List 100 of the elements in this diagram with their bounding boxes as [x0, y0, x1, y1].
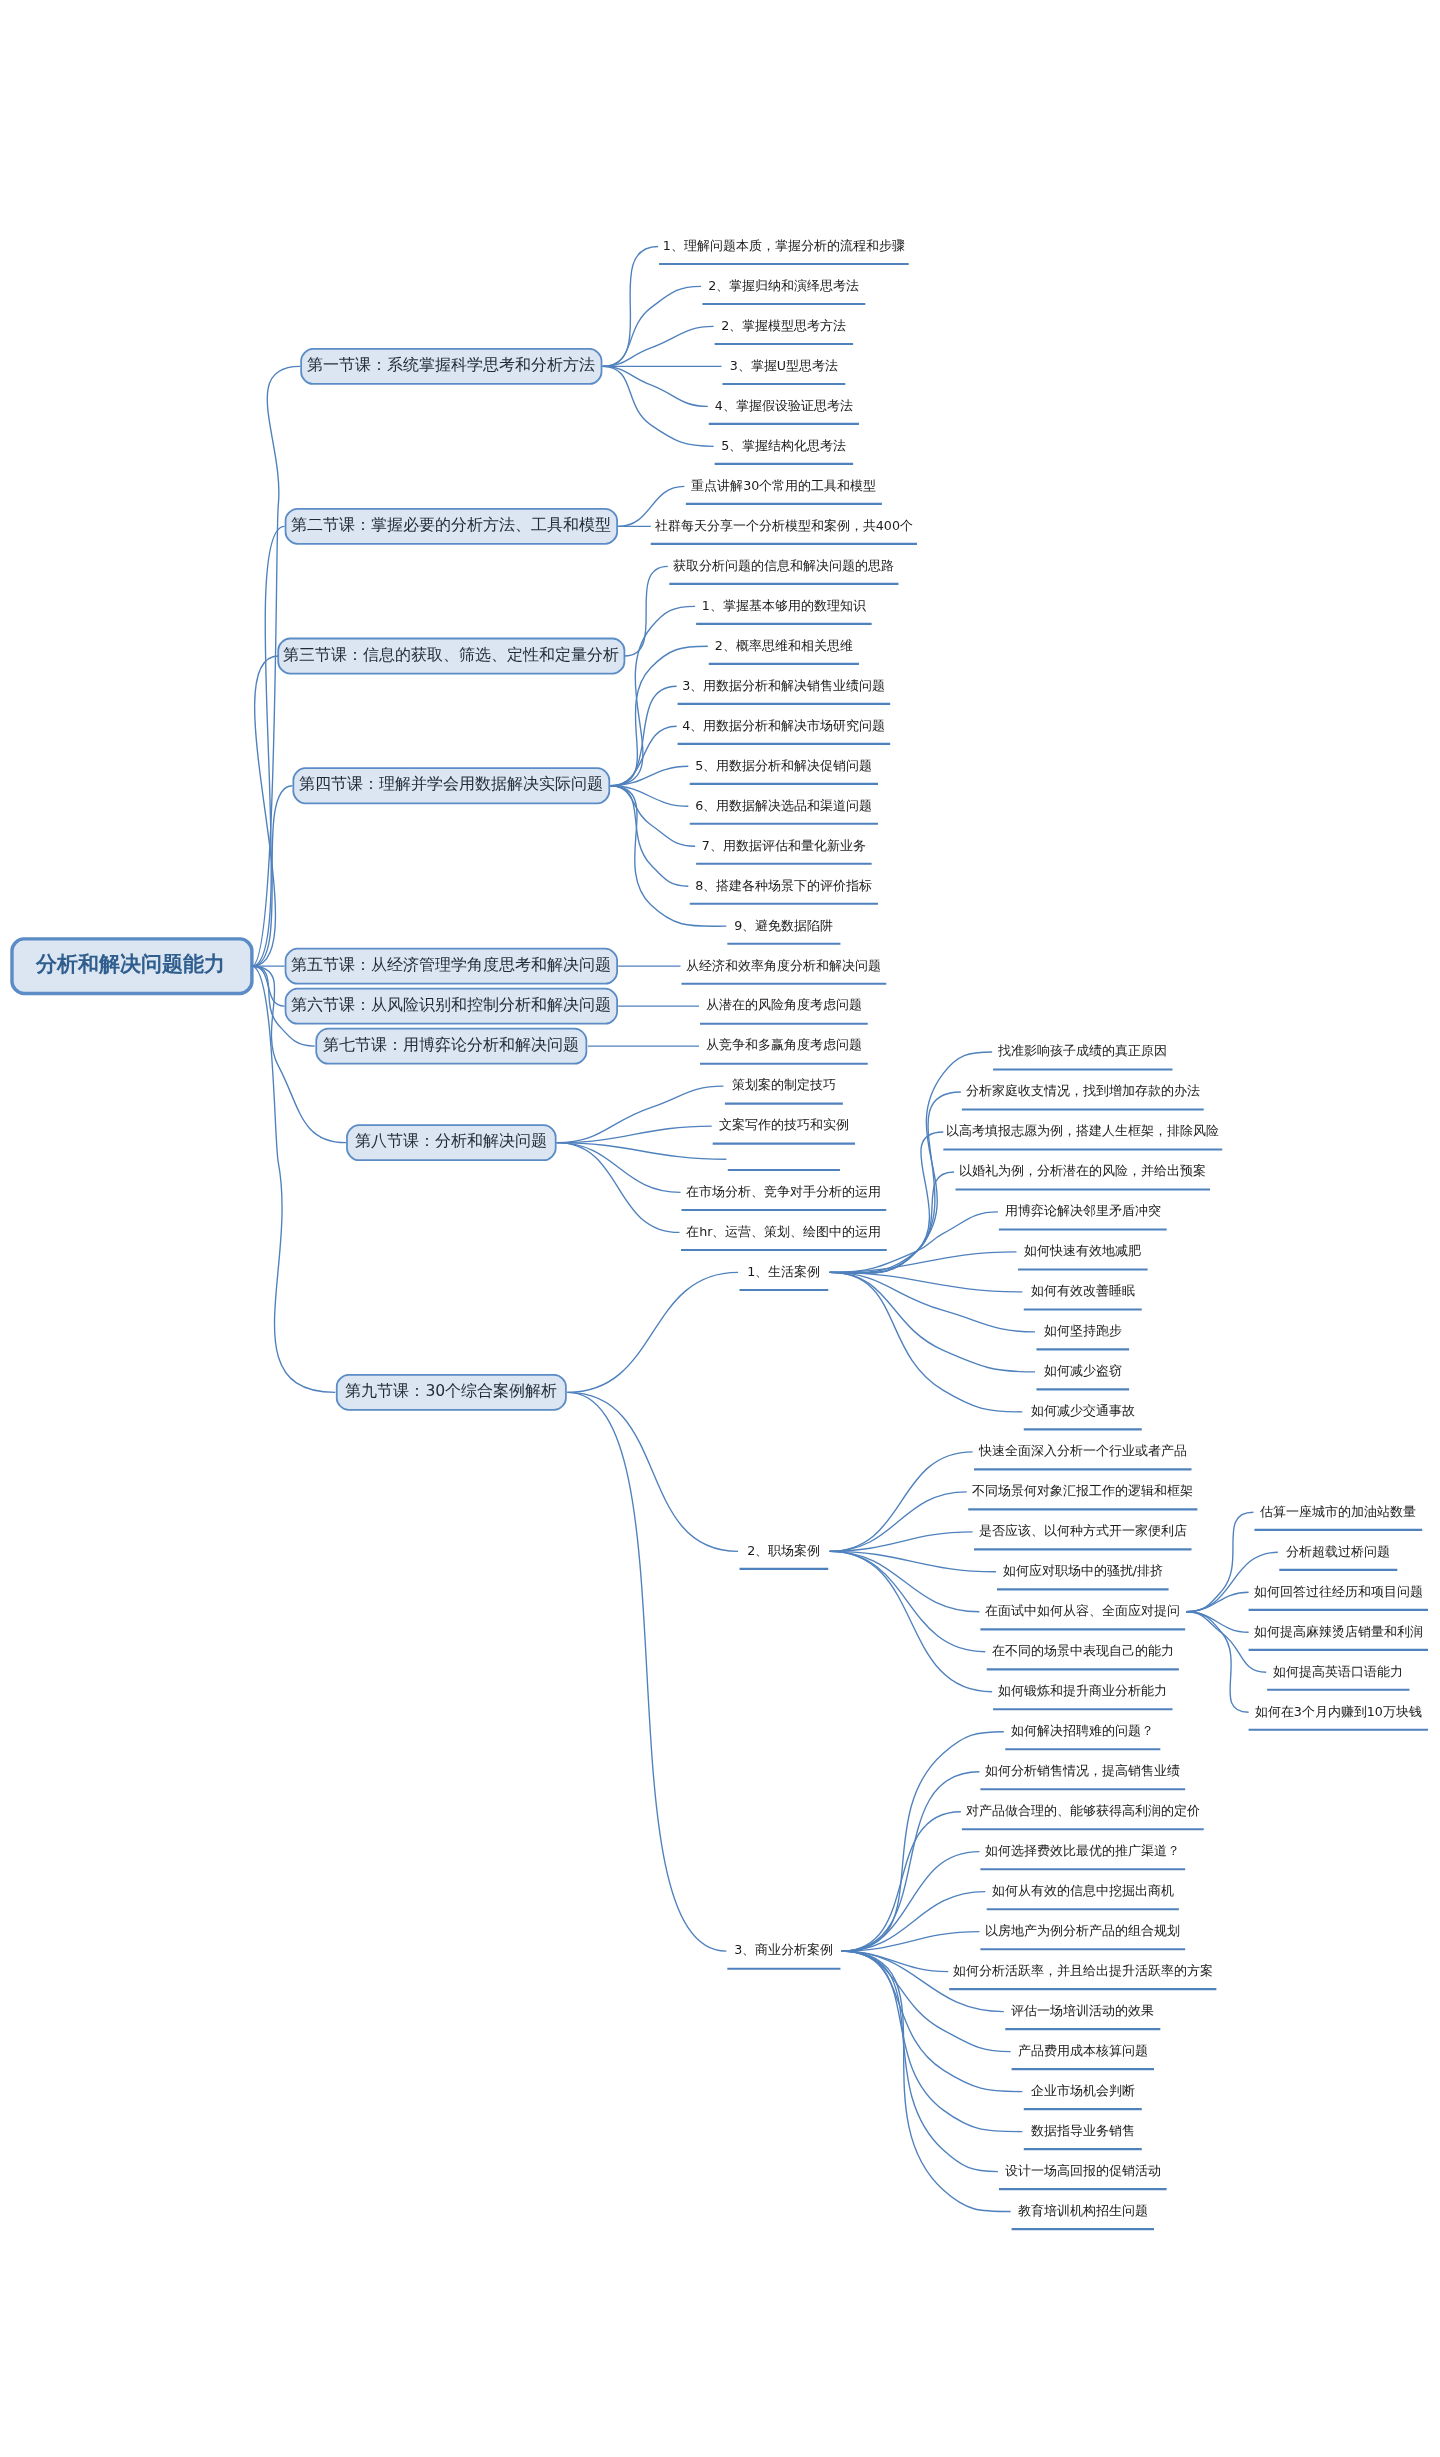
connector	[840, 1730, 1005, 1952]
node-text: 如何提高麻辣烫店销量和利润	[1253, 1623, 1423, 1639]
node-text: 3、用数据分析和解决销售业绩问题	[682, 677, 886, 693]
node-text: 在面试中如何从容、全面应对提问	[985, 1602, 1181, 1618]
node-text: 2、职场案例	[747, 1542, 821, 1558]
connector	[840, 1890, 986, 1952]
connector	[617, 525, 652, 527]
node-text: 在不同的场景中表现自己的能力	[991, 1642, 1174, 1658]
node-text: 企业市场机会判断	[1030, 2082, 1135, 2098]
node-box: 第七节课：用博弈论分析和解决问题	[315, 1027, 588, 1065]
node-box: 第一节课：系统掌握科学思考和分析方法	[300, 347, 603, 385]
node-text: 3、商业分析案例	[734, 1941, 834, 1957]
node-text: 8、搭建各种场景下的评价指标	[695, 877, 873, 893]
node-text: 设计一场高回报的促销活动	[1004, 2162, 1161, 2178]
connector	[840, 1850, 981, 1952]
node-text: 如何减少盗窃	[1043, 1362, 1122, 1378]
connector	[617, 485, 686, 527]
node-text: 估算一座城市的加油站数量	[1260, 1503, 1417, 1519]
node-text: 策划案的制定技巧	[731, 1076, 836, 1092]
connector	[251, 965, 336, 1393]
connector	[840, 1949, 1023, 2092]
node-text: 如何解决招聘难的问题？	[1011, 1722, 1155, 1738]
connector	[609, 784, 689, 887]
node-text: 如何应对职场中的骚扰/排挤	[1002, 1562, 1163, 1578]
node-text: 是否应该、以何种方式开一家便利店	[978, 1522, 1187, 1538]
node-text: 社群每天分享一个分析模型和案例，共400个	[654, 517, 913, 533]
node-text: 在市场分析、竞争对手分析的运用	[686, 1183, 882, 1199]
node-text: 如何从有效的信息中挖掘出商机	[991, 1882, 1174, 1898]
node-text: 用博弈论解决邻里矛盾冲突	[1004, 1202, 1161, 1218]
node-text: 以房地产为例分析产品的组合规划	[985, 1922, 1181, 1938]
node-text: 如何提高英语口语能力	[1273, 1663, 1404, 1679]
connector	[601, 365, 715, 447]
node-text: 快速全面深入分析一个行业或者产品	[978, 1442, 1187, 1458]
connector	[566, 1391, 728, 1952]
node-text: 对产品做合理的、能够获得高利润的定价	[965, 1802, 1200, 1818]
connector	[555, 1141, 681, 1233]
node-text: 在hr、运营、策划、绘图中的运用	[686, 1223, 882, 1239]
node-text: 5、用数据分析和解决促销问题	[695, 757, 873, 773]
node-box: 分析和解决问题能力	[10, 936, 254, 995]
connector	[840, 1949, 1023, 2132]
node-text: 2、掌握模型思考方法	[721, 317, 847, 333]
node-text: 如何坚持跑步	[1043, 1322, 1122, 1338]
node-text: 4、掌握假设验证思考法	[714, 397, 853, 413]
node-text: 5、掌握结构化思考法	[721, 437, 847, 453]
connector	[829, 1271, 1023, 1413]
node-text: 从竞争和多赢角度考虑问题	[705, 1036, 862, 1052]
node-text: 如何有效改善睡眠	[1030, 1282, 1135, 1298]
connector	[829, 1490, 968, 1552]
connector	[829, 1550, 993, 1692]
connector	[617, 965, 682, 967]
node-text: 如何分析销售情况，提高销售业绩	[985, 1762, 1181, 1778]
node-text: 不同场景何对象汇报工作的逻辑和框架	[972, 1482, 1194, 1498]
node-text: 从经济和效率角度分析和解决问题	[686, 956, 882, 972]
node-box: 第五节课：从经济管理学角度思考和解决问题	[284, 947, 618, 985]
node-text: 6、用数据解决选品和渠道问题	[695, 797, 873, 813]
connector	[623, 565, 669, 657]
node-box: 第九节课：30个综合案例解析	[335, 1373, 567, 1411]
node-text: 以高考填报志愿为例，搭建人生框架，排除风险	[946, 1122, 1220, 1138]
node-text: 如何回答过往经历和项目问题	[1253, 1583, 1423, 1599]
node-text: 分析家庭收支情况，找到增加存款的办法	[965, 1082, 1200, 1098]
node-text: 获取分析问题的信息和解决问题的思路	[673, 557, 895, 573]
connector	[609, 784, 728, 927]
connector	[829, 1450, 974, 1552]
node-text: 1、掌握基本够用的数理知识	[701, 597, 866, 613]
node-text: 找准影响孩子成绩的真正原因	[998, 1042, 1168, 1058]
connector	[840, 1930, 981, 1952]
node-text: 如何锻炼和提升商业分析能力	[998, 1682, 1168, 1698]
node-box: 第三节课：信息的获取、筛选、定性和定量分析	[277, 637, 626, 674]
connector	[840, 1770, 981, 1952]
connector	[587, 1044, 700, 1047]
connector	[251, 525, 286, 967]
connector	[251, 365, 301, 967]
connector	[840, 1949, 1005, 2012]
node-text: 产品费用成本核算问题	[1017, 2042, 1148, 2058]
node-text: 3、掌握U型思考法	[729, 357, 839, 373]
node-text: 4、用数据分析和解决市场研究问题	[682, 717, 886, 733]
node-text: 教育培训机构招生问题	[1017, 2202, 1148, 2218]
connector	[617, 1004, 700, 1007]
connector	[840, 1949, 1012, 2052]
node-text: 1、生活案例	[747, 1263, 821, 1279]
connector	[840, 1949, 1012, 2212]
connector	[840, 1949, 999, 2172]
node-box: 第八节课：分析和解决问题	[346, 1123, 557, 1161]
node-text: 1、理解问题本质，掌握分析的流程和步骤	[662, 237, 905, 253]
node-line	[727, 1168, 840, 1171]
node-text: 如何分析活跃率，并且给出提升活跃率的方案	[952, 1962, 1213, 1978]
node-text: 如何在3个月内赚到10万块钱	[1254, 1703, 1422, 1719]
node-text: 如何选择费效比最优的推广渠道？	[985, 1842, 1181, 1858]
node-text: 重点讲解30个常用的工具和模型	[691, 477, 877, 493]
node-text: 以婚礼为例，分析潜在的风险，并给出预案	[959, 1162, 1207, 1178]
connector	[840, 1949, 949, 1972]
node-text: 2、掌握归纳和演绎思考法	[708, 277, 860, 293]
node-text: 如何快速有效地减肥	[1024, 1242, 1142, 1258]
node-text: 分析超载过桥问题	[1286, 1543, 1391, 1559]
node-box: 第四节课：理解并学会用数据解决实际问题	[292, 766, 611, 804]
node-text: 9、避免数据陷阱	[734, 917, 834, 933]
node-text: 评估一场培训活动的效果	[1011, 2002, 1155, 2018]
node-text: 2、概率思维和相关思维	[714, 637, 853, 653]
node-text: 数据指导业务销售	[1030, 2122, 1135, 2138]
node-text: 从潜在的风险角度考虑问题	[705, 996, 862, 1012]
